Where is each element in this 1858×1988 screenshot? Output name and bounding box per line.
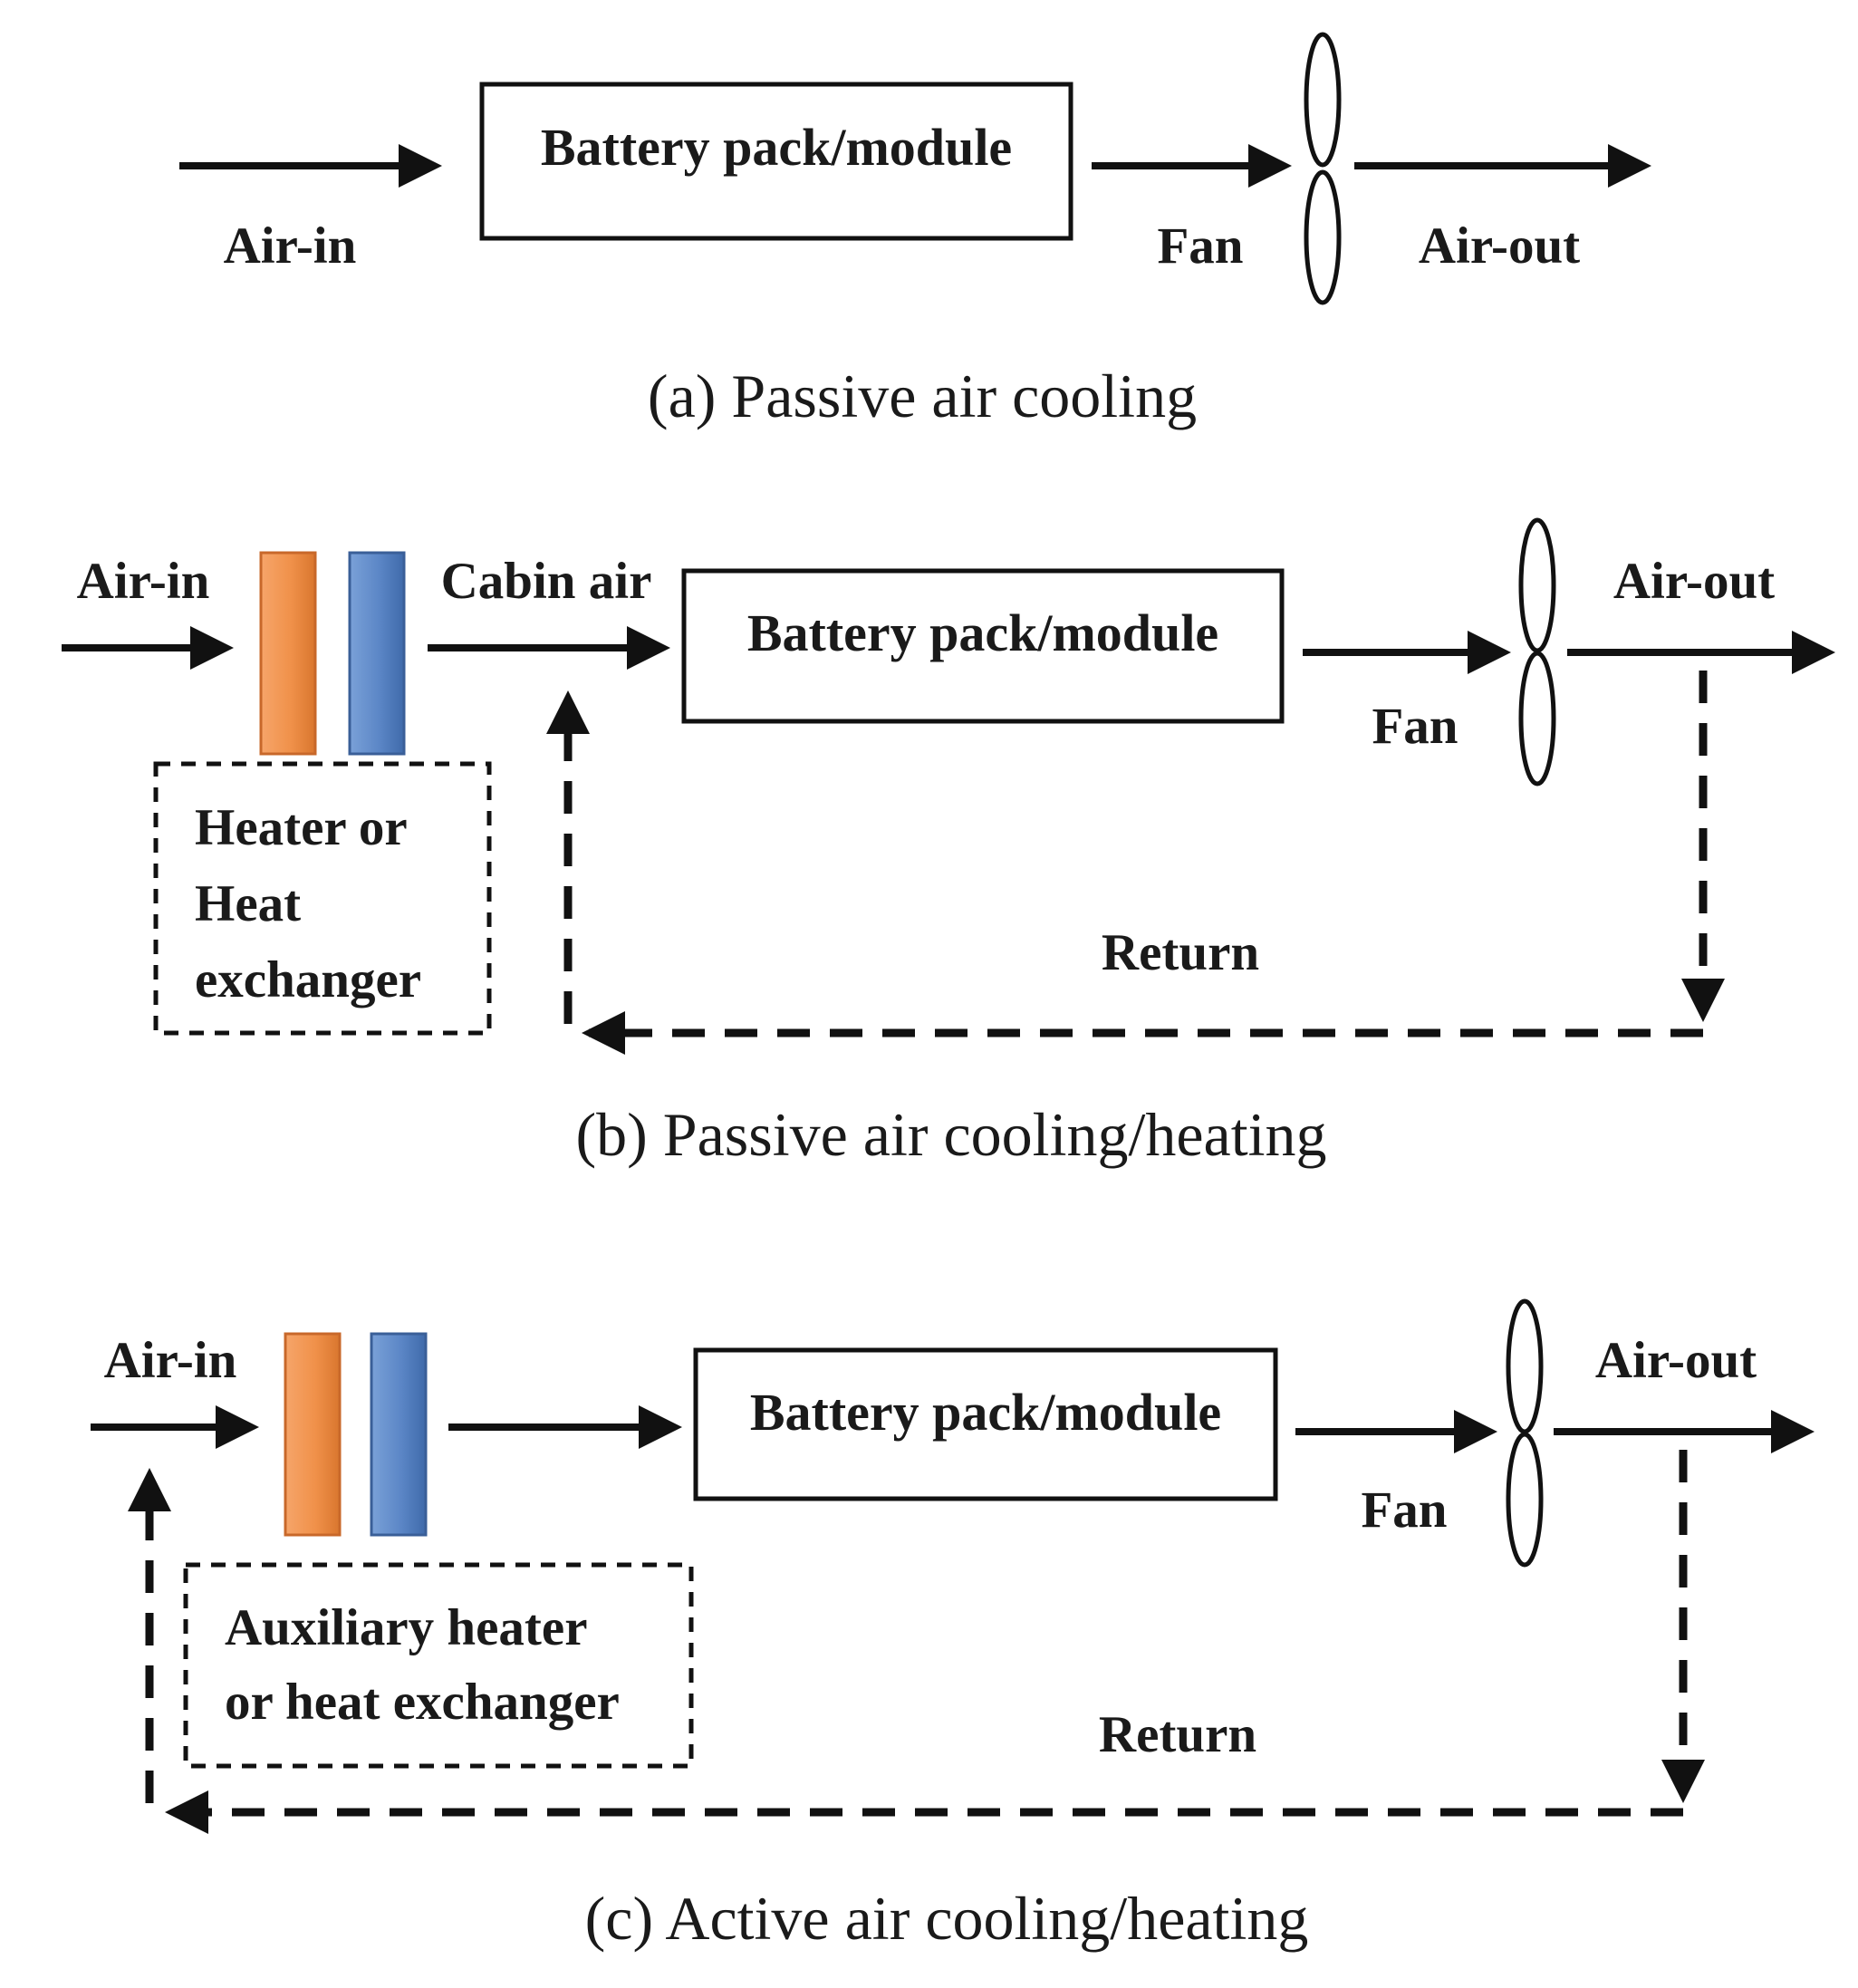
caption-b: (b) Passive air cooling/heating (575, 1100, 1326, 1169)
heater-line-1: Heater or (195, 799, 408, 856)
heater-block (259, 551, 317, 756)
heater-dashed-box (153, 761, 492, 1036)
fan-icon (1506, 1298, 1544, 1568)
air-out-label: Air-out (1419, 217, 1580, 275)
return-loop (128, 1450, 1705, 1834)
fan-icon (1518, 517, 1556, 787)
battery-pack-label: Battery pack/module (750, 1383, 1221, 1442)
battery-pack-label: Battery pack/module (747, 603, 1218, 662)
heater-block (284, 1332, 342, 1537)
caption-c: (c) Active air cooling/heating (585, 1884, 1309, 1953)
panel-a: Air-in Battery pack/module Fan Air-out (… (179, 32, 1651, 430)
aux-heater-dashed-box (183, 1562, 694, 1769)
fan-label: Fan (1361, 1481, 1447, 1539)
air-in-label: Air-in (77, 553, 210, 610)
aux-line-2: or heat exchanger (225, 1674, 620, 1731)
aux-line-1: Auxiliary heater (225, 1599, 588, 1656)
battery-pack-box (681, 568, 1285, 724)
return-label: Return (1102, 924, 1259, 981)
air-out-label: Air-out (1613, 553, 1775, 610)
battery-pack-box (479, 82, 1073, 241)
panel-b: Air-in Cabin air Battery pack/module Fan… (62, 517, 1835, 1169)
heater-line-3: exchanger (195, 951, 421, 1008)
return-loop (546, 671, 1725, 1055)
heat-exchanger-block (348, 551, 406, 756)
heater-line-2: Heat (195, 875, 301, 932)
heat-exchanger-block (370, 1332, 428, 1537)
caption-a: (a) Passive air cooling (648, 362, 1197, 430)
air-in-label: Air-in (104, 1332, 237, 1389)
air-in-label: Air-in (224, 217, 357, 275)
return-label: Return (1099, 1706, 1256, 1763)
battery-pack-label: Battery pack/module (541, 118, 1012, 177)
air-out-label: Air-out (1595, 1332, 1757, 1389)
fan-label: Fan (1157, 217, 1243, 275)
fan-label: Fan (1372, 698, 1458, 755)
battery-pack-box (693, 1347, 1278, 1501)
panel-c: Air-in Battery pack/module Fan Air-out A… (91, 1298, 1815, 1953)
cabin-air-label: Cabin air (441, 553, 652, 610)
fan-icon (1304, 32, 1342, 305)
